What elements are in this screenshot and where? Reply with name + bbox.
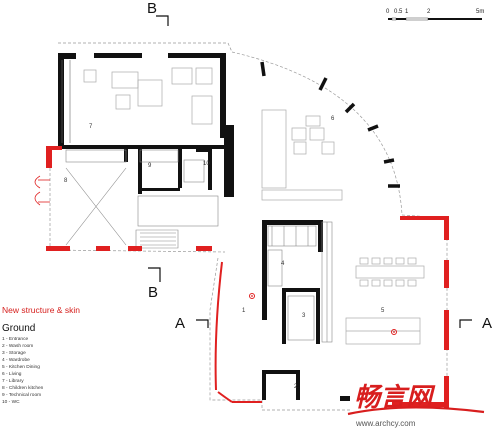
legend-item: 4 - Wardrobe (2, 358, 30, 363)
room-number-2: 2 (294, 384, 298, 390)
living-furniture (261, 109, 343, 201)
scale-label-0-5: 0.5 (394, 9, 403, 15)
legend-item: 7 - Library (2, 379, 24, 384)
library-walls (58, 53, 234, 197)
new-structure-right (392, 216, 449, 408)
scale-label-1: 1 (405, 9, 409, 15)
room-number-7: 7 (89, 124, 93, 130)
section-mark-a-left: A (175, 315, 187, 332)
section-lines (148, 15, 472, 328)
legend-item: 2 - Wash room (2, 344, 34, 349)
section-mark-b-bottom: B (148, 284, 160, 301)
red-marker-dots (251, 295, 395, 333)
new-structure-entrance (214, 261, 262, 403)
room-number-4: 4 (281, 261, 285, 267)
room-number-9: 9 (148, 163, 152, 169)
legend-item: 5 - Kitchen Dining (2, 365, 40, 370)
red-markers (249, 293, 397, 335)
core-walls (262, 220, 350, 401)
entry-doors-left (34, 175, 50, 206)
library-furniture (83, 67, 213, 125)
legend-item: 10 - WC (2, 400, 20, 405)
scale-label-5m: 5m (476, 9, 485, 15)
new-structure-left (46, 146, 212, 251)
legend-item: 6 - Living (2, 372, 22, 377)
legend-item: 3 - Storage (2, 351, 26, 356)
left-wing-thin-lines (65, 149, 219, 249)
room-number-8: 8 (64, 178, 68, 184)
watermark-logo: 畅言网 (347, 383, 485, 416)
watermark-site-url: www.archcy.com (356, 419, 416, 428)
legend-list: 1 - Entrance 2 - Wash room 3 - Storage 4… (2, 336, 43, 406)
section-mark-a-right: A (482, 315, 494, 332)
left-wing-walls (124, 148, 212, 194)
room-number-3: 3 (302, 313, 306, 319)
scale-label-2: 2 (427, 9, 431, 15)
scale-label-0: 0 (386, 9, 390, 15)
kitchen-furniture (345, 257, 425, 345)
room-number-10: 10 (203, 161, 210, 167)
legend-item: 9 - Technical room (2, 393, 42, 398)
core-thin-lines (267, 221, 333, 343)
room-number-1: 1 (242, 308, 246, 314)
legend-heading: Ground (2, 323, 36, 334)
library-window-lines (61, 60, 71, 143)
living-columns (260, 61, 400, 188)
legend-subtitle: New structure & skin (2, 305, 80, 315)
room-number-5: 5 (381, 308, 385, 314)
dashed-outline (49, 42, 448, 411)
legend-item: 1 - Entrance (2, 337, 29, 342)
room-number-6: 6 (331, 116, 335, 122)
section-mark-b-top: B (147, 0, 159, 17)
scale-bar (388, 17, 482, 21)
legend-item: 8 - Children kitchen (2, 386, 44, 391)
